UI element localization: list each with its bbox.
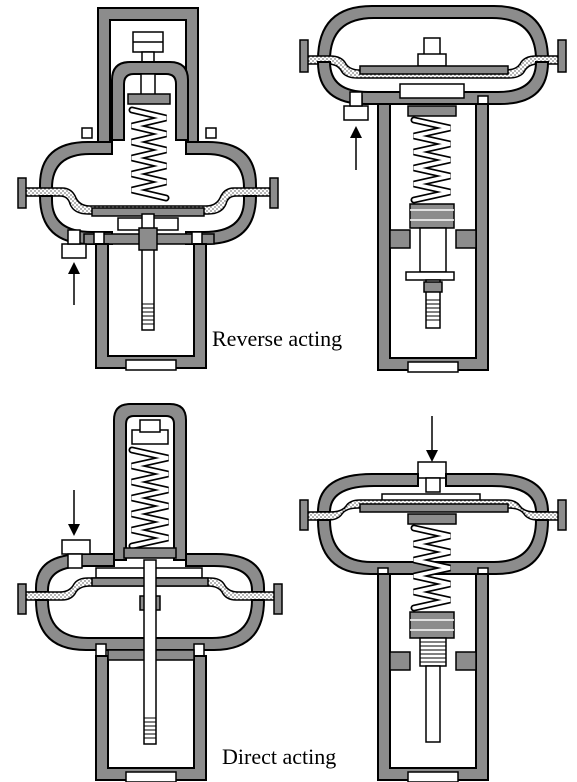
actuator-direct-left: [17, 403, 283, 782]
stem-thread: [144, 717, 156, 739]
actuator-reverse-left: [17, 7, 279, 371]
stem-thread: [420, 641, 446, 663]
caption-reverse-acting: Reverse acting: [212, 326, 342, 351]
spring: [128, 446, 169, 550]
actuator-reverse-right: [299, 5, 567, 373]
spring: [410, 116, 451, 204]
stem-thread: [426, 299, 440, 321]
stem-thread: [142, 303, 154, 325]
actuator-direct-right: [299, 416, 567, 782]
spring: [128, 106, 170, 202]
spring: [410, 524, 451, 612]
caption-direct-acting: Direct acting: [222, 744, 336, 769]
